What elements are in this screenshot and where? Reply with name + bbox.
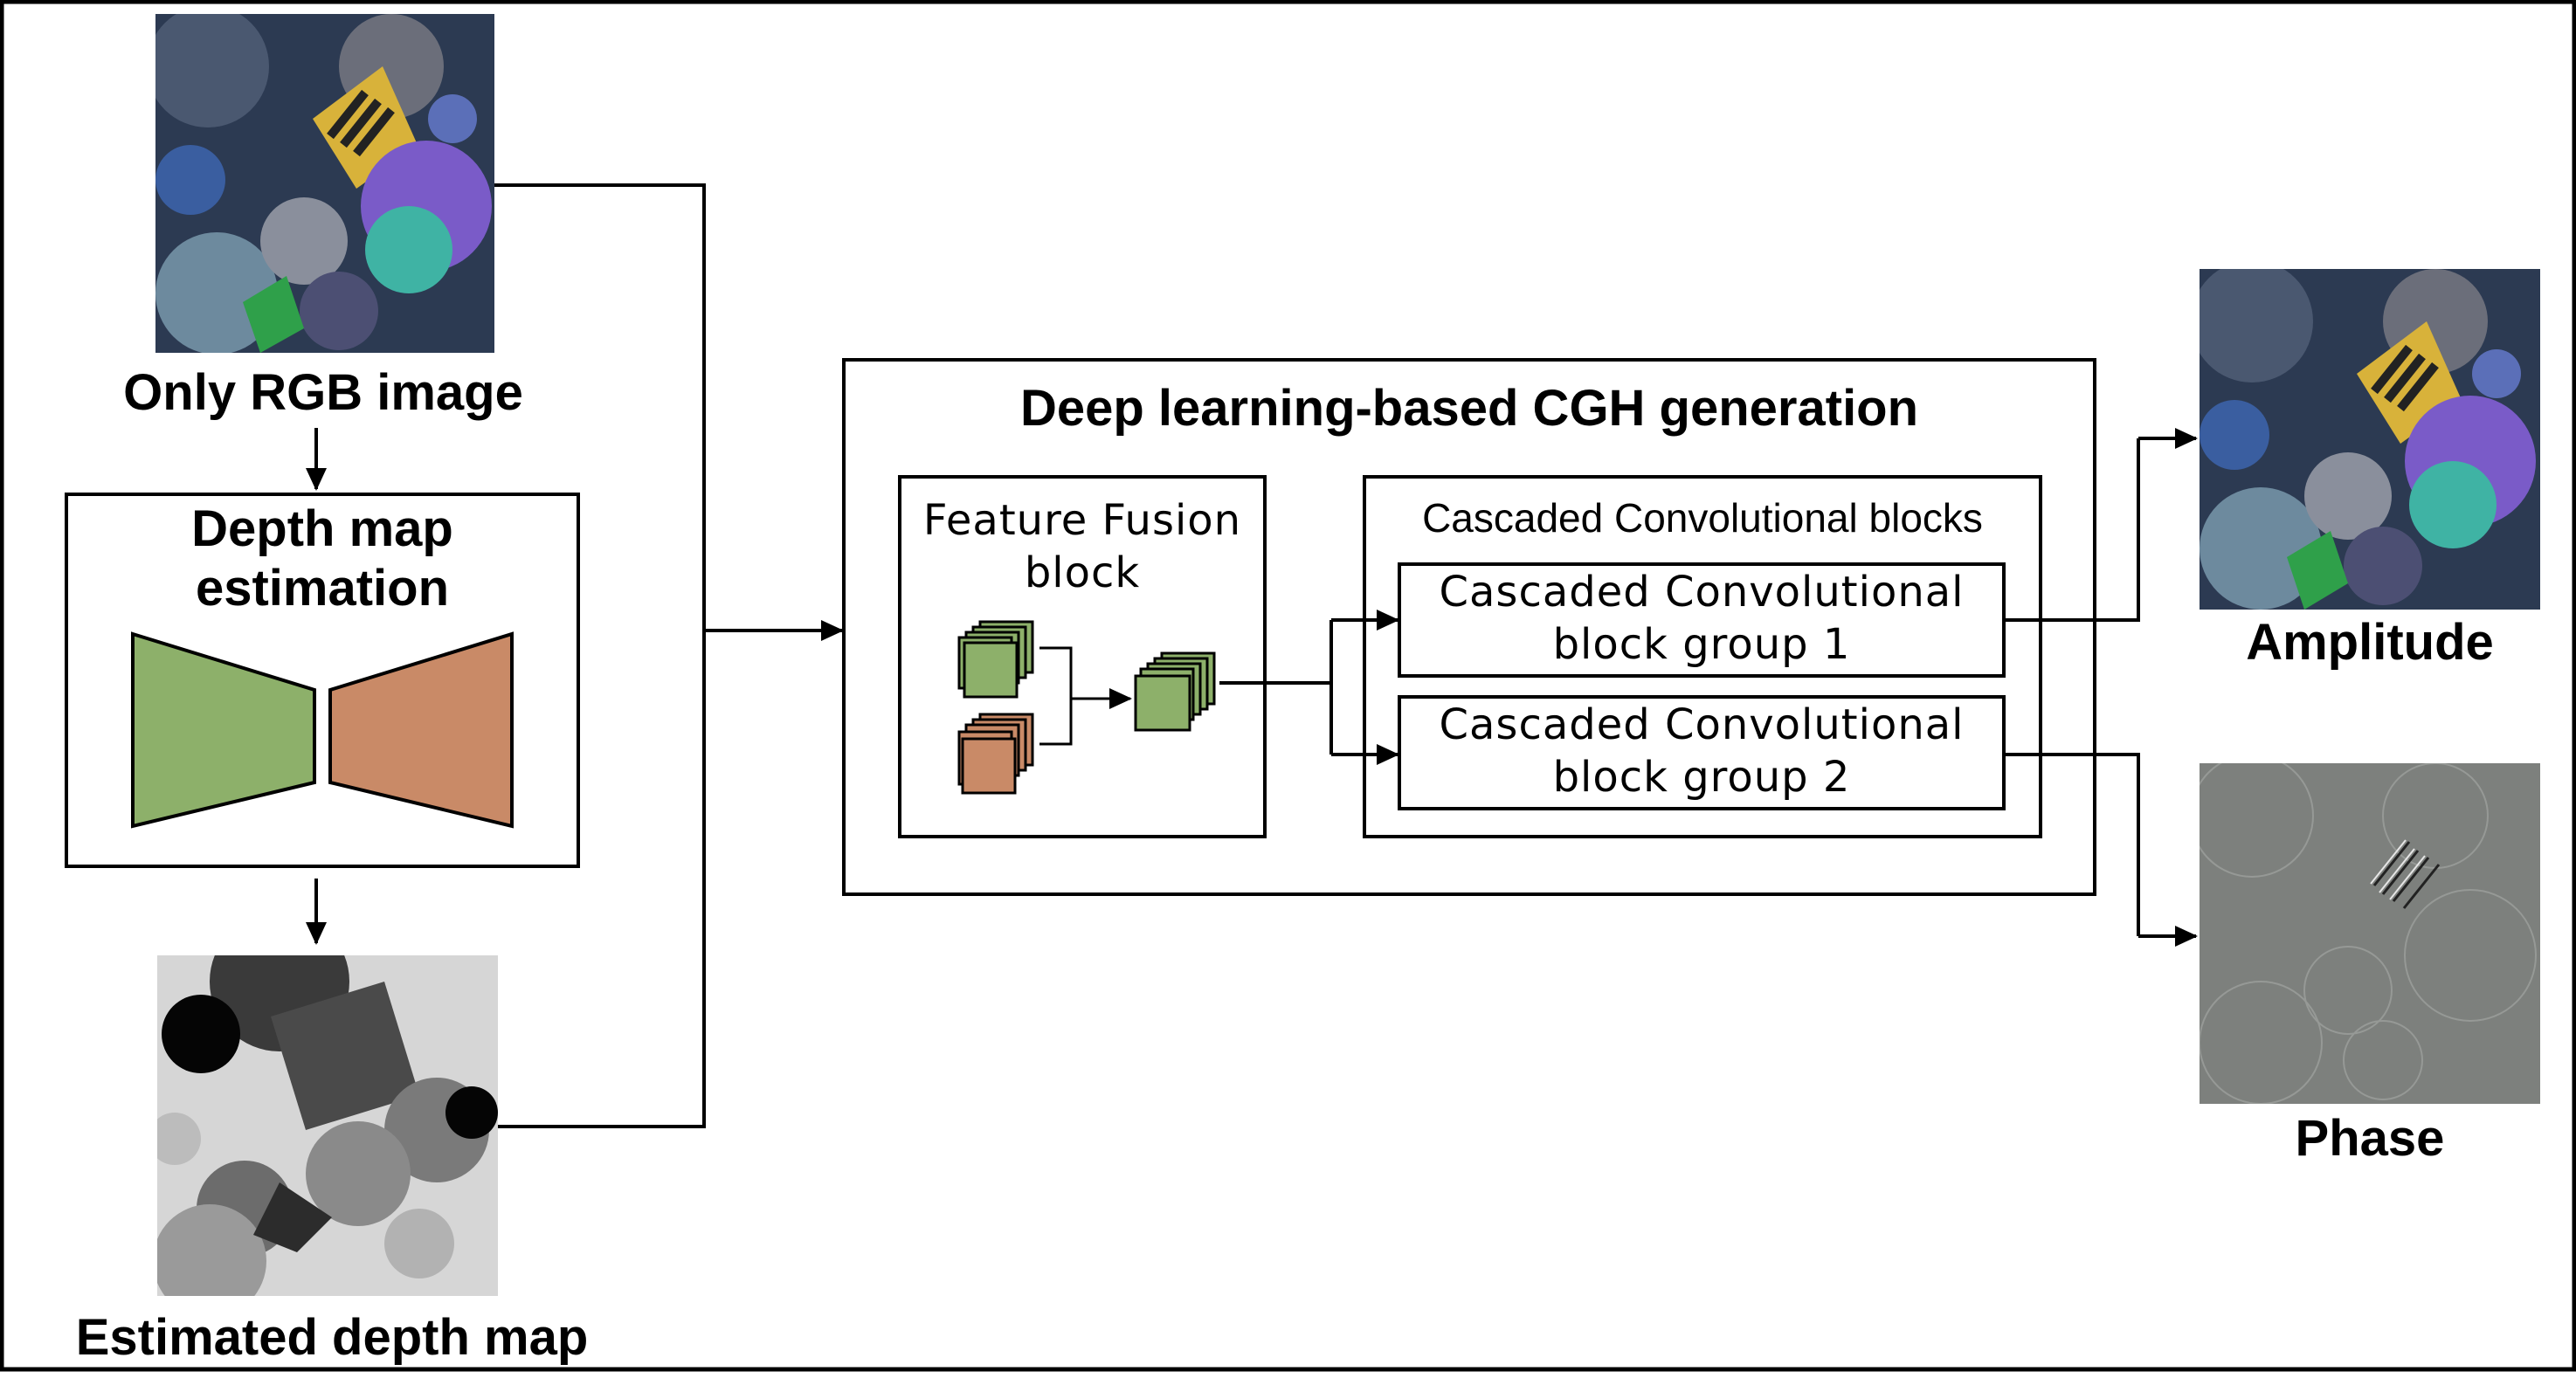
orange-feature-stack-input: [957, 713, 1034, 795]
cgh-generation-title: Deep learning-based CGH generation: [1019, 380, 1919, 437]
feature-fusion-title-line2: block: [1024, 548, 1141, 597]
connector-group2-to-phase: [2004, 753, 2140, 936]
decoder-trapezoid: [328, 631, 514, 829]
connector-group1-to-amplitude: [2004, 438, 2140, 622]
rgb-image-label: Only RGB image: [123, 364, 523, 421]
amplitude-output-image: [2200, 269, 2540, 610]
green-feature-stack-fused: [1134, 651, 1216, 732]
feature-fusion-title-line1: Feature Fusion: [922, 496, 1242, 545]
block-group-2-line2: block group 2: [1552, 753, 1851, 802]
phase-label: Phase: [2295, 1110, 2445, 1167]
block-group-1-line1: Cascaded Convolutional: [1439, 568, 1965, 617]
estimated-depth-map-image: [157, 955, 498, 1296]
depth-estimation-title-line2: estimation: [195, 560, 450, 617]
connector-rgb-to-cgh: [494, 183, 706, 631]
green-feature-stack-input: [957, 620, 1034, 699]
connector-depth-to-cgh: [498, 631, 706, 1128]
encoder-trapezoid: [131, 631, 316, 829]
fusion-merge-connector: [1039, 646, 1073, 746]
phase-output-image: [2200, 763, 2540, 1104]
amplitude-label: Amplitude: [2246, 614, 2494, 671]
depth-estimation-title-line1: Depth map: [191, 500, 453, 557]
block-group-2-line1: Cascaded Convolutional: [1439, 700, 1965, 749]
block-group-2-box: [1398, 695, 2006, 810]
rgb-input-image: [155, 14, 494, 353]
depth-map-label: Estimated depth map: [75, 1309, 589, 1366]
block-group-1-line2: block group 1: [1552, 620, 1851, 669]
cascaded-blocks-title: Cascaded Convolutional blocks: [1422, 495, 1983, 541]
